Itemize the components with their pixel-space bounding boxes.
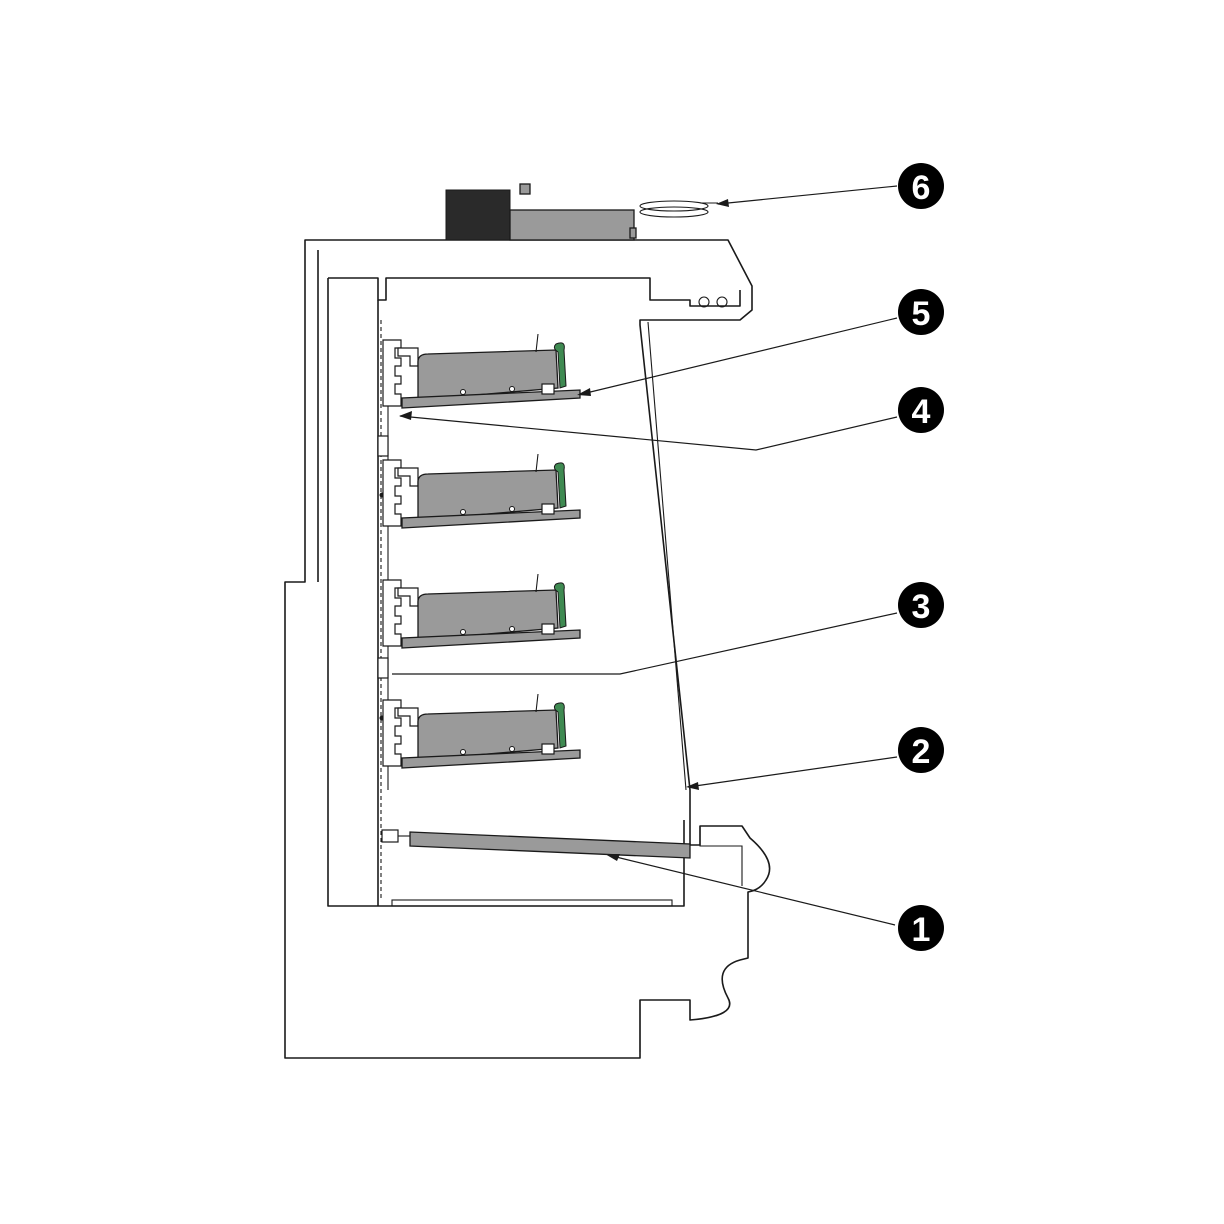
callout-1-label: 1	[912, 911, 931, 949]
callout-2-label: 2	[912, 733, 931, 771]
callout-3: 3	[898, 582, 944, 628]
shelf-1	[382, 333, 581, 409]
shelf-3	[382, 573, 581, 649]
cabinet-outline	[284, 239, 771, 1059]
callout-5: 5	[898, 289, 944, 335]
callout-2: 2	[898, 727, 944, 773]
callout-6-label: 6	[912, 169, 931, 207]
shelf-4	[382, 693, 581, 769]
callout-4: 4	[898, 387, 944, 433]
callout-3-label: 3	[912, 588, 931, 626]
shelf-2	[382, 453, 581, 529]
callout-5-label: 5	[912, 295, 931, 333]
leader-lines	[392, 185, 898, 926]
callout-6: 6	[898, 163, 944, 209]
callout-4-label: 4	[912, 393, 931, 431]
condensing-unit	[445, 183, 718, 241]
bottom-deck	[381, 829, 691, 859]
callout-1: 1	[898, 905, 944, 951]
